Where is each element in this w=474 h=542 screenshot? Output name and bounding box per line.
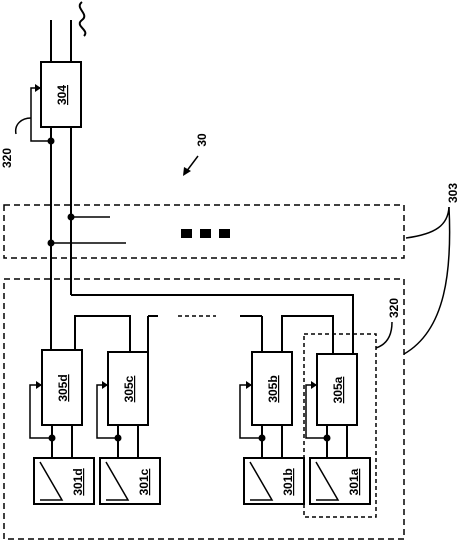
- controller-304-box: [40, 61, 82, 128]
- pv-panel-icon: [39, 461, 64, 501]
- pv-panel-301c: 301c: [99, 457, 161, 505]
- pv-panel-301d: 301d: [33, 457, 95, 505]
- junction-dot-305a: [323, 434, 331, 442]
- leader-320-right: [375, 321, 393, 349]
- leader-320-top: [14, 117, 32, 135]
- feedback-group-305a-box: [303, 333, 377, 518]
- panel-301a-label: 301a: [347, 468, 361, 495]
- converter-305a-label: 305a: [331, 376, 345, 403]
- bus-303-box: [3, 204, 405, 259]
- pv-panel-301a: 301a: [309, 457, 371, 505]
- panel-301b-label: 301b: [281, 468, 295, 495]
- converter-305b-label: 305b: [266, 375, 280, 402]
- feedback-arrow-305d: [36, 381, 42, 389]
- converter-305a-box: [316, 353, 358, 426]
- string-group-box: [3, 278, 405, 540]
- bus-bracket-lower: [403, 206, 451, 355]
- ellipsis-icon: [181, 229, 230, 238]
- junction-dot-305d: [48, 434, 56, 442]
- break-mark-icon: [78, 1, 87, 37]
- converter-305d-box: [41, 349, 83, 426]
- junction-dot-bus-upper: [67, 213, 75, 221]
- controller-304-label: 304: [55, 85, 69, 105]
- bus-label: 303: [446, 183, 460, 203]
- junction-dot-bus-lower: [47, 239, 55, 247]
- converter-305c-box: [107, 351, 149, 426]
- converter-305b-box: [251, 351, 293, 426]
- converter-305d-label: 305d: [56, 374, 70, 401]
- panel-301c-label: 301c: [137, 468, 151, 495]
- system-arrowhead: [183, 167, 191, 176]
- pv-panel-icon: [249, 461, 274, 501]
- pv-panel-icon: [105, 461, 130, 501]
- panel-301d-label: 301d: [71, 468, 85, 495]
- feedback-arrow-305c: [102, 381, 108, 389]
- junction-dot-305b: [258, 434, 266, 442]
- series-link-b-a: [261, 315, 334, 356]
- junction-dot-305c: [114, 434, 122, 442]
- feedback-arrow-304: [35, 84, 41, 92]
- feedback-label-right: 320: [387, 298, 401, 318]
- feedback-arrow-305b: [246, 381, 252, 389]
- converter-305c-label: 305c: [122, 375, 136, 402]
- pv-panel-icon: [315, 461, 340, 501]
- feedback-arrow-305a: [311, 381, 317, 389]
- series-link-d-c: [74, 315, 131, 352]
- system-label: 30: [195, 133, 209, 147]
- bus-bracket-upper: [405, 206, 450, 239]
- rail-to-305a: [71, 294, 354, 354]
- feedback-label-top: 320: [0, 148, 14, 168]
- pv-panel-301b: 301b: [243, 457, 305, 505]
